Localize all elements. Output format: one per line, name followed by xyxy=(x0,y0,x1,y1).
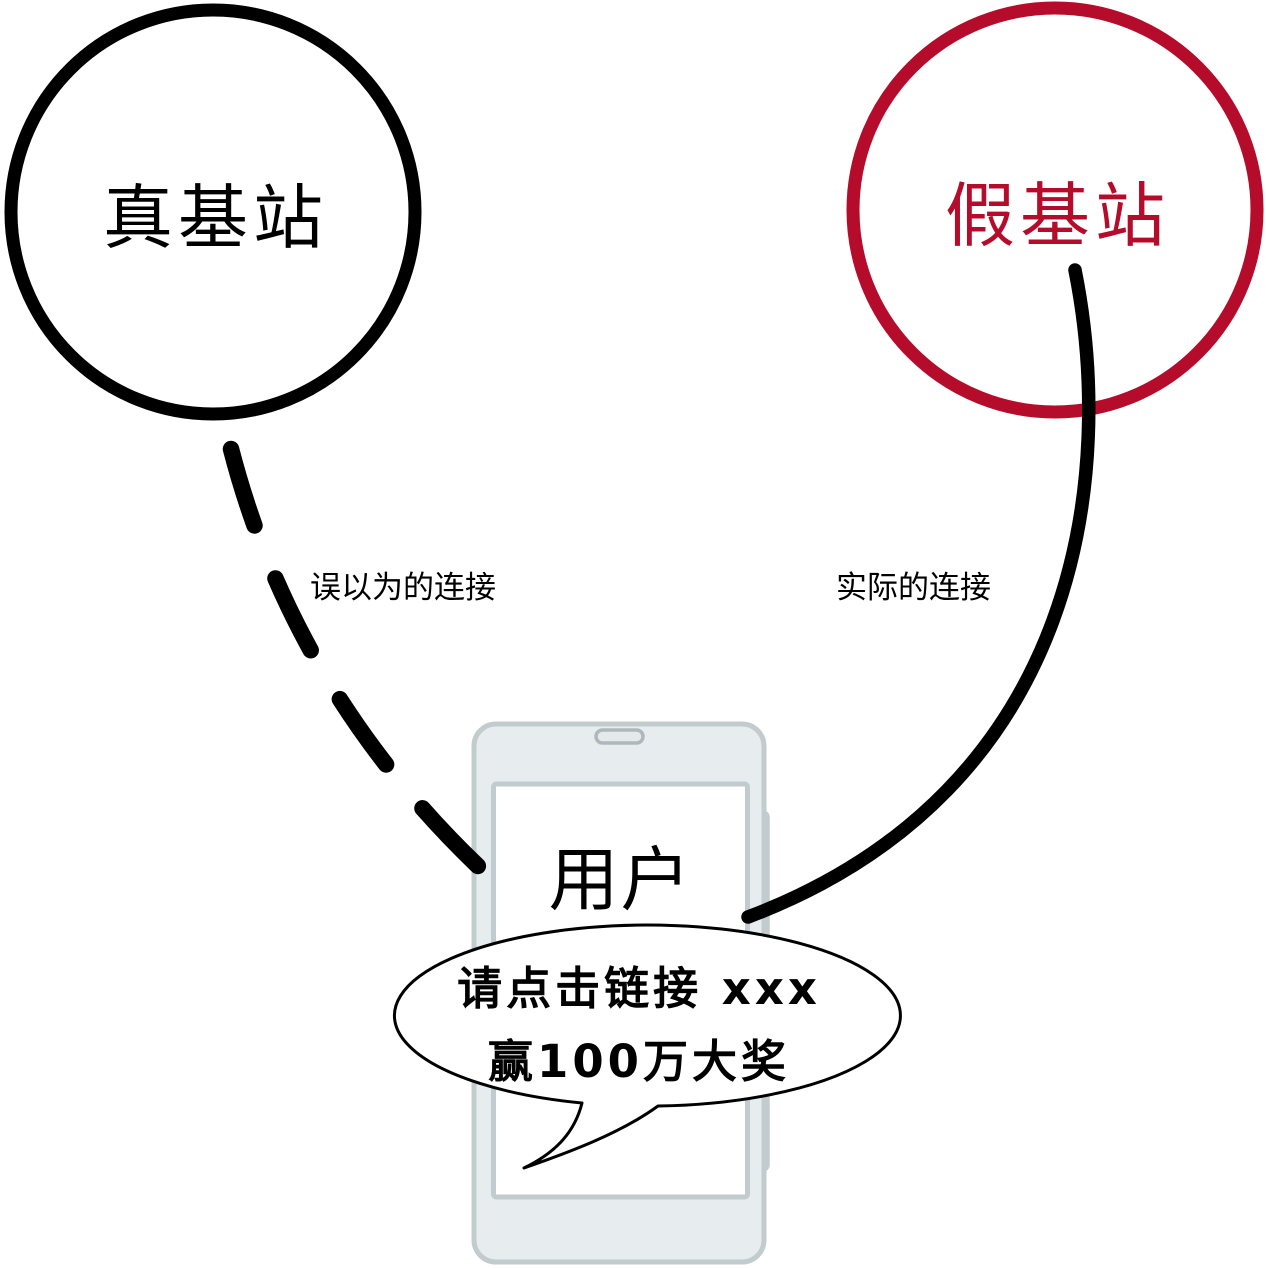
user-label: 用户 xyxy=(548,839,693,921)
fake-base-station: 假基站 xyxy=(846,5,1264,415)
actual-connection-label: 实际的连接 xyxy=(836,570,991,606)
fake-base-station-circle xyxy=(846,1,1264,419)
speech-bubble xyxy=(392,923,902,1170)
assumed-connection-dashed-line xyxy=(222,440,505,892)
speech-bubble-line1: 请点击链接 xxx xyxy=(457,962,821,1015)
assumed-connection-label: 误以为的连接 xyxy=(310,570,496,606)
speech-bubble-text: 请点击链接 xxx 赢100万大奖 xyxy=(383,952,895,1098)
real-base-station: 真基站 xyxy=(8,7,418,417)
phone-speaker-icon xyxy=(594,728,645,745)
actual-connection-curve xyxy=(741,263,1096,924)
fake-base-station-label: 假基站 xyxy=(945,174,1170,257)
speech-bubble-line2: 赢100万大奖 xyxy=(488,1035,790,1088)
real-base-station-label: 真基站 xyxy=(103,176,328,259)
real-base-station-circle xyxy=(4,3,422,421)
